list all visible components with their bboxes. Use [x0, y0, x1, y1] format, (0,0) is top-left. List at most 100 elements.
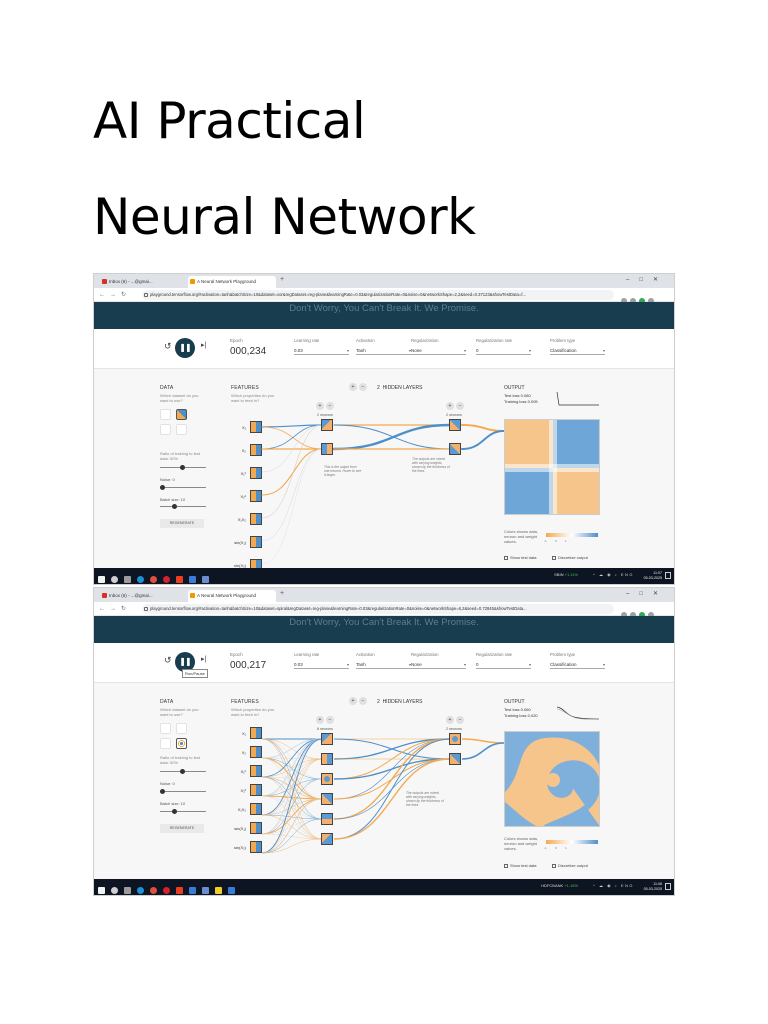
dataset-spiral[interactable] [176, 738, 187, 749]
dataset-circle[interactable] [160, 409, 171, 420]
layer2-neuron-buttons[interactable]: +− [446, 402, 466, 410]
reset-icon[interactable]: ↺ [164, 341, 172, 351]
hidden-neuron[interactable] [321, 443, 333, 455]
notification-icon[interactable] [665, 883, 671, 890]
feature-input[interactable] [250, 822, 262, 834]
feature-input[interactable] [250, 490, 262, 502]
layer2-neuron-buttons[interactable]: +− [446, 716, 466, 724]
feature-input[interactable] [250, 444, 262, 456]
layer-add-remove[interactable]: +− [349, 383, 369, 391]
ratio-slider[interactable] [160, 769, 206, 774]
notification-icon[interactable] [665, 572, 671, 579]
feature-input[interactable] [250, 513, 262, 525]
hidden-neuron[interactable] [321, 813, 333, 825]
office-icon[interactable] [176, 887, 183, 895]
layer1-neuron-buttons[interactable]: +− [316, 716, 336, 724]
feature-input[interactable] [250, 746, 262, 758]
noise-slider[interactable] [160, 485, 206, 490]
extension-icon[interactable] [630, 612, 636, 618]
dataset-spiral[interactable] [176, 424, 187, 435]
hidden-neuron[interactable] [449, 753, 461, 765]
search-icon[interactable] [111, 576, 118, 584]
show-test-data-checkbox[interactable]: Show test data [504, 555, 536, 560]
menu-icon[interactable] [648, 612, 654, 618]
new-tab-button[interactable]: + [280, 276, 285, 283]
reset-icon[interactable]: ↺ [164, 655, 172, 665]
windows-start-icon[interactable] [98, 887, 105, 895]
download-icon[interactable] [621, 298, 627, 304]
nav-buttons[interactable]: ←→↻ [99, 292, 132, 298]
hidden-neuron[interactable] [449, 733, 461, 745]
site-info-icon[interactable] [144, 607, 148, 611]
hidden-neuron[interactable] [321, 833, 333, 845]
extensions-area[interactable] [618, 291, 666, 304]
feature-input[interactable] [250, 727, 262, 739]
window-controls[interactable]: –□✕ [626, 591, 668, 597]
ratio-slider[interactable] [160, 465, 206, 470]
site-info-icon[interactable] [144, 293, 148, 297]
extension-icon[interactable] [630, 298, 636, 304]
system-tray[interactable]: ^ ☁ ◉ ♪ ENG [593, 883, 634, 888]
dataset-xor[interactable] [176, 723, 187, 734]
feature-input[interactable] [250, 467, 262, 479]
pause-button[interactable]: ❚❚ [175, 652, 195, 672]
download-icon[interactable] [621, 612, 627, 618]
hidden-neuron[interactable] [449, 443, 461, 455]
hidden-neuron[interactable] [321, 733, 333, 745]
notes-icon[interactable] [215, 887, 222, 895]
show-test-data-checkbox[interactable]: Show test data [504, 863, 536, 868]
taskbar-apps[interactable] [98, 882, 241, 895]
windows-start-icon[interactable] [98, 576, 105, 584]
feature-input[interactable] [250, 803, 262, 815]
feature-input[interactable] [250, 841, 262, 853]
tab-inbox[interactable]: Inbox (6) - ...@gmai... [100, 590, 186, 602]
discretize-checkbox[interactable]: Discretize output [552, 863, 588, 868]
opera-icon[interactable] [163, 887, 170, 895]
layer-add-remove[interactable]: +− [349, 697, 369, 705]
hidden-neuron[interactable] [321, 419, 333, 431]
folder-icon[interactable] [228, 887, 235, 895]
profile-avatar[interactable] [639, 298, 645, 304]
search-icon[interactable] [111, 887, 118, 895]
task-view-icon[interactable] [124, 576, 131, 584]
batch-slider[interactable] [160, 809, 206, 814]
app-icon[interactable] [202, 887, 209, 895]
regenerate-button[interactable]: REGENERATE [160, 824, 204, 833]
system-tray[interactable]: ^ ☁ ◉ ♪ ENG [593, 572, 634, 577]
feature-input[interactable] [250, 765, 262, 777]
edge-icon[interactable] [137, 887, 144, 895]
taskbar-apps[interactable] [98, 571, 215, 584]
stock-widget[interactable]: SBIN +1.11% [554, 572, 578, 577]
feature-input[interactable] [250, 784, 262, 796]
store-icon[interactable] [189, 576, 196, 584]
regenerate-button[interactable]: REGENERATE [160, 519, 204, 528]
new-tab-button[interactable]: + [280, 590, 285, 597]
store-icon[interactable] [189, 887, 196, 895]
hidden-neuron[interactable] [321, 753, 333, 765]
office-icon[interactable] [176, 576, 183, 584]
feature-input[interactable] [250, 536, 262, 548]
app-icon[interactable] [202, 576, 209, 584]
tab-inbox[interactable]: Inbox (6) - ...@gmai... [100, 276, 186, 288]
dataset-xor[interactable] [176, 409, 187, 420]
step-icon[interactable]: ▸| [201, 342, 207, 349]
tab-playground[interactable]: A Neural Network Playground [188, 276, 276, 288]
pause-button[interactable]: ❚❚ [175, 338, 195, 358]
noise-slider[interactable] [160, 789, 206, 794]
hidden-neuron[interactable] [449, 419, 461, 431]
task-view-icon[interactable] [124, 887, 131, 895]
url-field[interactable]: playground.tensorflow.org/#activation=ta… [142, 604, 614, 614]
chrome-icon[interactable] [150, 887, 157, 895]
